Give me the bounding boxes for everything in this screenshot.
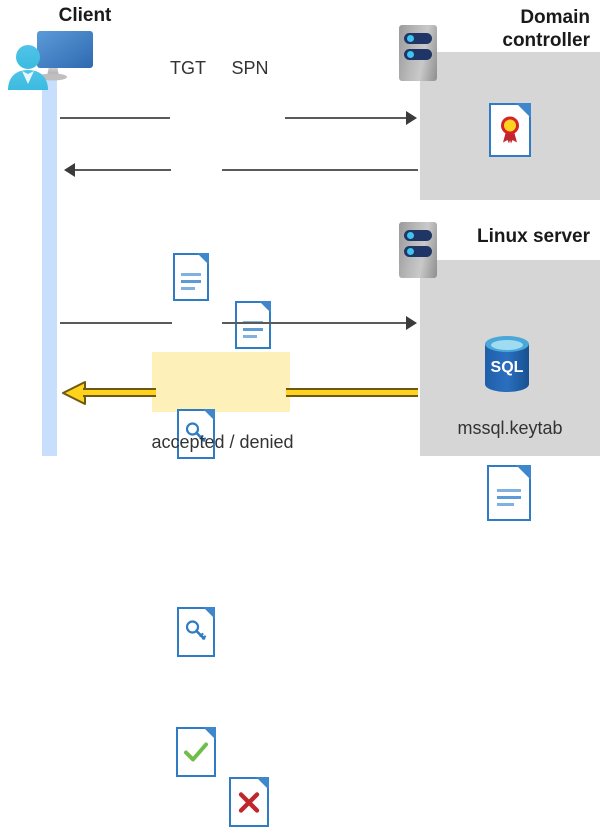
key-glyph	[184, 619, 208, 648]
server-bar	[404, 230, 432, 241]
server-rack-icon-dc	[399, 25, 437, 81]
arrow-line-client-to-linux-b	[222, 322, 407, 324]
server-rack-icon-linux	[399, 222, 437, 278]
doc-lines	[180, 273, 202, 294]
spn-label: SPN	[231, 58, 269, 78]
domain-controller-title-line2: controller	[502, 30, 590, 51]
doc-lines	[242, 321, 264, 342]
tgt-label: TGT	[170, 58, 206, 78]
svg-text:SQL: SQL	[491, 359, 524, 376]
document-cross-icon	[229, 777, 269, 827]
key-glyph	[184, 421, 208, 450]
response-highlight-box	[152, 352, 290, 412]
doc-lines	[496, 488, 522, 510]
gold-line-left	[83, 388, 156, 397]
diagram-canvas: Client	[5, 5, 600, 827]
monitor-icon	[23, 30, 95, 82]
document-check-icon	[176, 727, 216, 777]
seal-glyph	[498, 115, 522, 150]
server-bar	[404, 33, 432, 44]
cross-glyph	[237, 790, 261, 819]
arrowhead-client-to-linux	[406, 316, 417, 330]
sql-database-icon: SQL	[481, 335, 533, 393]
arrow-line-client-to-linux-a	[60, 322, 172, 324]
arrow-line-client-to-dc-b	[285, 117, 407, 119]
client-lifeline	[42, 74, 57, 456]
accepted-denied-label: accepted / denied	[151, 432, 294, 452]
arrow-line-dc-to-client-b	[222, 169, 418, 171]
document-key-icon-2	[177, 607, 215, 657]
document-icon-spn	[235, 301, 271, 349]
document-icon-keytab	[487, 465, 531, 521]
arrowhead-dc-to-client	[64, 163, 75, 177]
domain-controller-title-line1: Domain	[520, 7, 590, 28]
server-bar	[404, 246, 432, 257]
keytab-label: mssql.keytab	[457, 418, 563, 438]
linux-server-title: Linux server	[477, 226, 590, 247]
arrow-line-client-to-dc-a	[60, 117, 170, 119]
gold-line-right	[286, 388, 418, 397]
user-avatar-icon	[5, 44, 51, 92]
check-glyph	[183, 740, 209, 769]
arrowhead-client-to-dc	[406, 111, 417, 125]
client-title: Client	[58, 5, 112, 26]
server-bar	[404, 49, 432, 60]
arrow-line-dc-to-client-a	[75, 169, 171, 171]
document-key-icon-1	[177, 409, 215, 459]
certificate-icon	[489, 103, 531, 157]
document-icon-tgt	[173, 253, 209, 301]
